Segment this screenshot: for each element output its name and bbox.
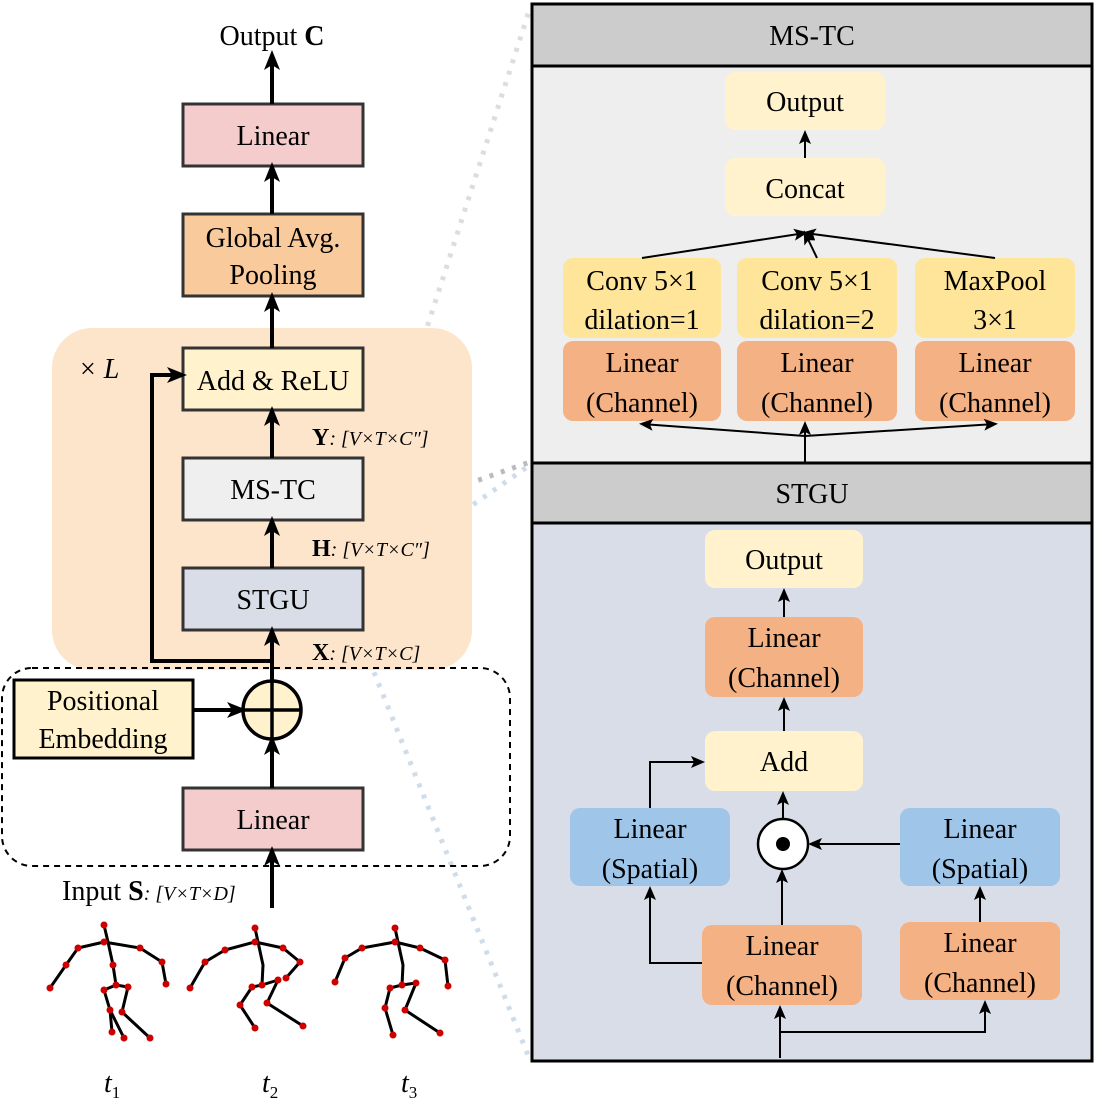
ms-tc-output-label: Output [766,87,844,118]
stgu-spatial-left-box [570,808,730,886]
positional-embedding-box [12,678,195,760]
input-label: Input S: [V×T×D] [62,876,236,907]
stgu-output-label: Output [745,545,823,576]
output-label: Output C [219,21,324,52]
ms-tc-panel-title: MS-TC [769,21,855,52]
stgu-channel-right-label-2: (Channel) [924,968,1036,999]
add-relu-label: Add & ReLU [197,366,349,397]
ms-tc-concat-box [725,158,885,216]
embedding-block [1,667,511,867]
stgu-linear-channel-top-label-1: Linear [747,623,821,654]
stgu-label: STGU [236,585,309,616]
skeleton-t1 [48,923,168,1040]
conv-dil2-label-1: Conv 5×1 [761,266,872,297]
global-pool-label-1: Global Avg. [206,223,341,254]
stgu-spatial-right-label-2: (Spatial) [932,854,1028,885]
maxpool-box [915,258,1075,338]
ms-tc-panel-header [530,2,1094,68]
stgu-output-box [705,530,863,588]
stgu-spatial-left-label-1: Linear [613,814,687,845]
maxpool-label-1: MaxPool [944,266,1047,297]
linear-bottom-box [181,786,365,852]
ms-linear-1-label-2: (Channel) [586,388,698,419]
stgu-spatial-right-label-1: Linear [943,814,1017,845]
positional-embedding-label-1: Positional [47,686,159,717]
conv-dil2-box [737,258,897,338]
conv-dil2-label-2: dilation=2 [759,305,874,336]
skeleton-joints [46,921,452,1042]
ms-tc-label: MS-TC [230,475,316,506]
y-label: Y: [V×T×C″] [312,425,429,451]
global-pool-box [181,212,365,298]
ms-linear-2-label-1: Linear [780,348,854,379]
stgu-channel-left-label-1: Linear [745,931,819,962]
ms-linear-3-label-1: Linear [958,348,1032,379]
time-label-1: t1 [104,1068,120,1102]
ms-linear-2-box [737,341,897,421]
stgu-panel: STGU Output Linear (Channel) Add Linear … [530,461,1094,1063]
stgu-add-label: Add [760,747,808,778]
time-label-3: t3 [401,1068,417,1102]
h-label: H: [V×T×C″] [312,536,430,562]
stgu-add-box [705,731,863,791]
ms-tc-concat-label: Concat [765,174,845,205]
ms-tc-output-box [725,72,885,130]
maxpool-label-2: 3×1 [973,305,1017,336]
stgu-panel-title: STGU [775,479,848,510]
main-pipeline: ×L Output C Linear Global Avg. Pooling A… [1,21,511,1102]
repeat-label: ×L [80,354,119,385]
conv-dil1-box [563,258,721,338]
stgu-channel-right-label-1: Linear [943,928,1017,959]
ms-linear-1-box [563,341,721,421]
ms-linear-2-label-2: (Channel) [761,388,873,419]
stgu-channel-left-box [702,925,862,1005]
stgu-spatial-left-label-2: (Spatial) [602,854,698,885]
stgu-linear-channel-top-label-2: (Channel) [728,663,840,694]
skeleton-frames [48,923,450,1040]
x-label: X: [V×T×C] [312,640,420,666]
ms-linear-3-box [915,341,1075,421]
stgu-channel-left-label-2: (Channel) [726,971,838,1002]
stgu-channel-right-box [900,922,1060,1000]
positional-embedding-label-2: Embedding [38,724,167,755]
ms-linear-3-label-2: (Channel) [939,388,1051,419]
conv-dil1-label-2: dilation=1 [584,305,699,336]
time-label-2: t2 [262,1068,278,1102]
stgu-linear-channel-top-box [705,617,863,697]
ms-linear-1-label-1: Linear [605,348,679,379]
ms-tc-panel: MS-TC Output Concat Conv 5×1 dilation=1 … [530,2,1094,465]
conv-dil1-label-1: Conv 5×1 [586,266,697,297]
linear-top-label: Linear [236,121,310,152]
linear-bottom-label: Linear [236,805,310,836]
global-pool-label-2: Pooling [229,260,316,291]
stgu-spatial-right-box [900,808,1060,886]
skeleton-t3 [333,926,450,1037]
stgu-panel-header [530,461,1094,525]
